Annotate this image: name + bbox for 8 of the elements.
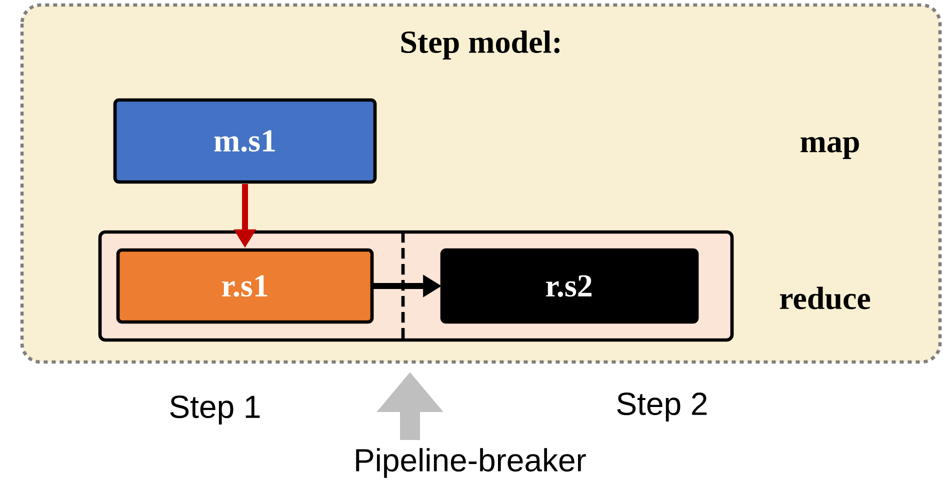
process-box: r.s2 xyxy=(440,248,699,324)
label: reduce xyxy=(780,286,870,310)
process-box: m.s1 xyxy=(113,98,377,184)
label: Step 2 xyxy=(617,392,707,422)
label: map xyxy=(800,137,859,159)
label: Step 1 xyxy=(170,396,260,424)
process-box: r.s1 xyxy=(116,248,374,324)
caption-text: Pipeline-breaker xyxy=(356,448,586,478)
